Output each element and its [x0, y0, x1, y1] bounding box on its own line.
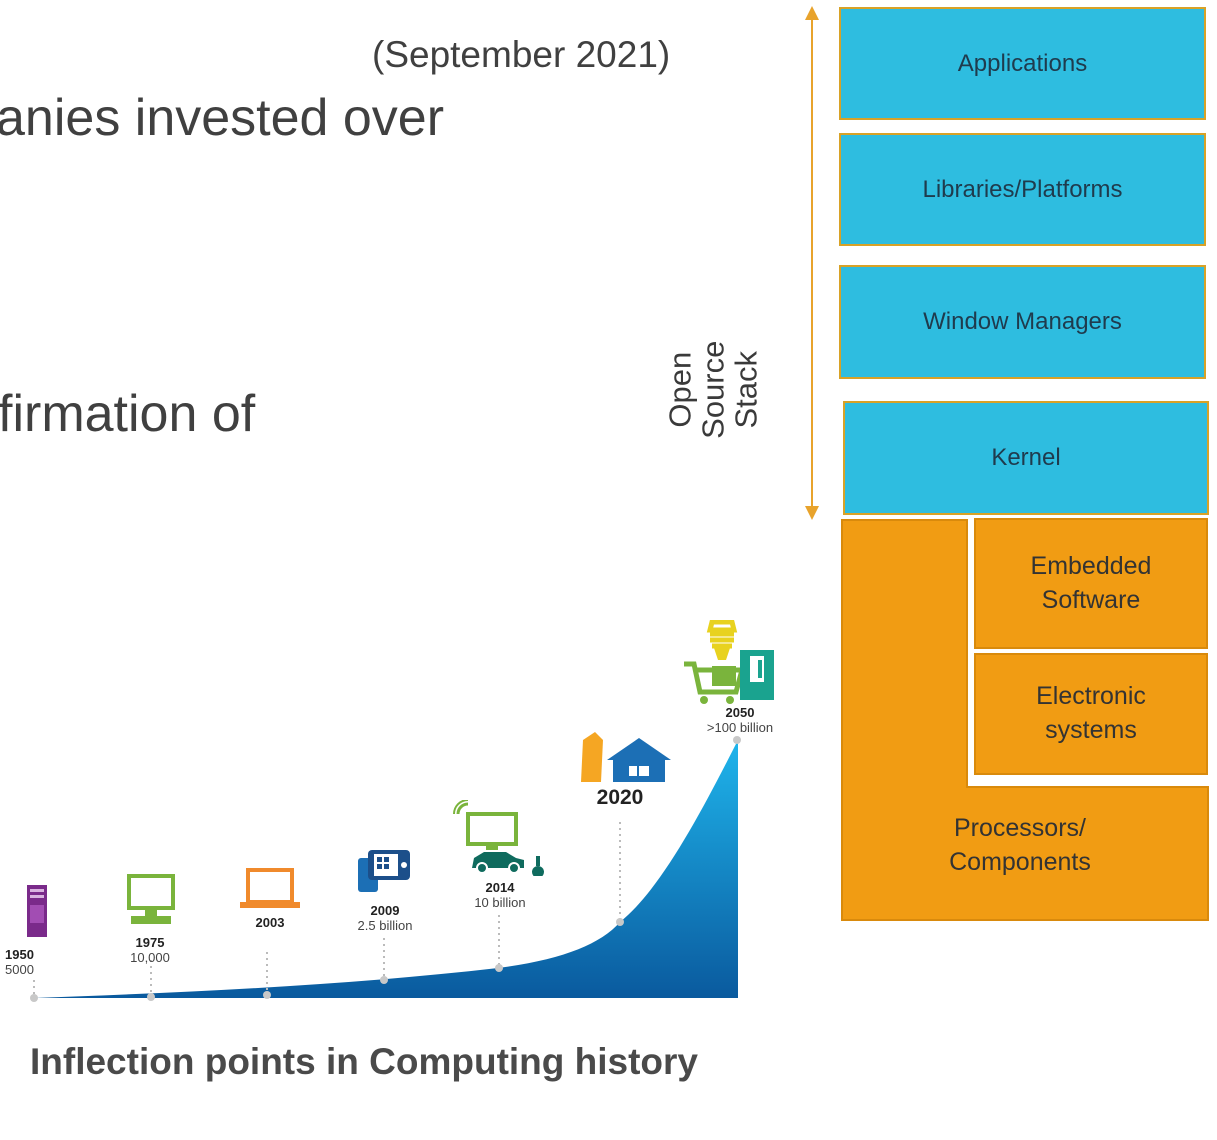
milestone-2050: 2050 >100 billion: [690, 705, 790, 735]
milestone-year: 2020: [596, 786, 644, 809]
milestone-year: 2009: [370, 903, 400, 918]
milestone-year: 1975: [135, 935, 165, 950]
timeline-caption: Inflection points in Computing history: [30, 1041, 699, 1082]
milestone-year: 2014: [485, 880, 515, 895]
processors-shape: [841, 519, 1209, 921]
milestone-2014: 2014 10 billion: [455, 880, 545, 910]
milestone-1950: 1950 5000: [5, 947, 61, 977]
layer-electronic-systems: Electronic systems: [974, 653, 1208, 775]
layer-applications: Applications: [839, 7, 1206, 120]
layer-libraries-platforms: Libraries/Platforms: [839, 133, 1206, 246]
date-label: (September 2021): [372, 34, 671, 75]
milestone-count: >100 billion: [706, 720, 774, 735]
milestone-2020: 2020: [575, 786, 665, 810]
milestone-year: 2050: [725, 705, 755, 720]
milestone-2003: 2003: [230, 915, 310, 930]
open-source-stack-label: Open Source Stack: [662, 340, 764, 439]
stack-arrow: [805, 6, 819, 520]
layer-processors-components: Processors/ Components: [949, 814, 1091, 876]
milestone-year: 1950: [5, 947, 34, 962]
milestone-year: 2003: [255, 915, 285, 930]
milestone-count: 10 billion: [474, 895, 526, 910]
milestone-count: 5000: [5, 962, 34, 977]
smart-home-icon: [581, 732, 671, 782]
smart-tv-car-plug-icon: [453, 800, 544, 876]
laptop-icon: [240, 868, 300, 908]
layer-embedded-software: Embedded Software: [974, 518, 1208, 649]
mainframe-icon: [27, 885, 47, 937]
milestone-count: 10,000: [130, 950, 170, 965]
smartphone-icon: [358, 850, 410, 892]
text-fragment-confirmation: firmation of: [0, 385, 256, 443]
desktop-computer-icon: [127, 874, 175, 924]
milestone-2009: 2009 2.5 billion: [340, 903, 430, 933]
layer-window-managers: Window Managers: [839, 265, 1206, 379]
milestone-1975: 1975 10,000: [110, 935, 190, 965]
text-fragment-invested: anies invested over: [0, 89, 445, 147]
growth-curve: [30, 736, 741, 1002]
milestone-count: 2.5 billion: [357, 918, 413, 933]
shopping-cart-lightbulb-icon: [684, 620, 774, 704]
layer-kernel: Kernel: [843, 401, 1209, 515]
